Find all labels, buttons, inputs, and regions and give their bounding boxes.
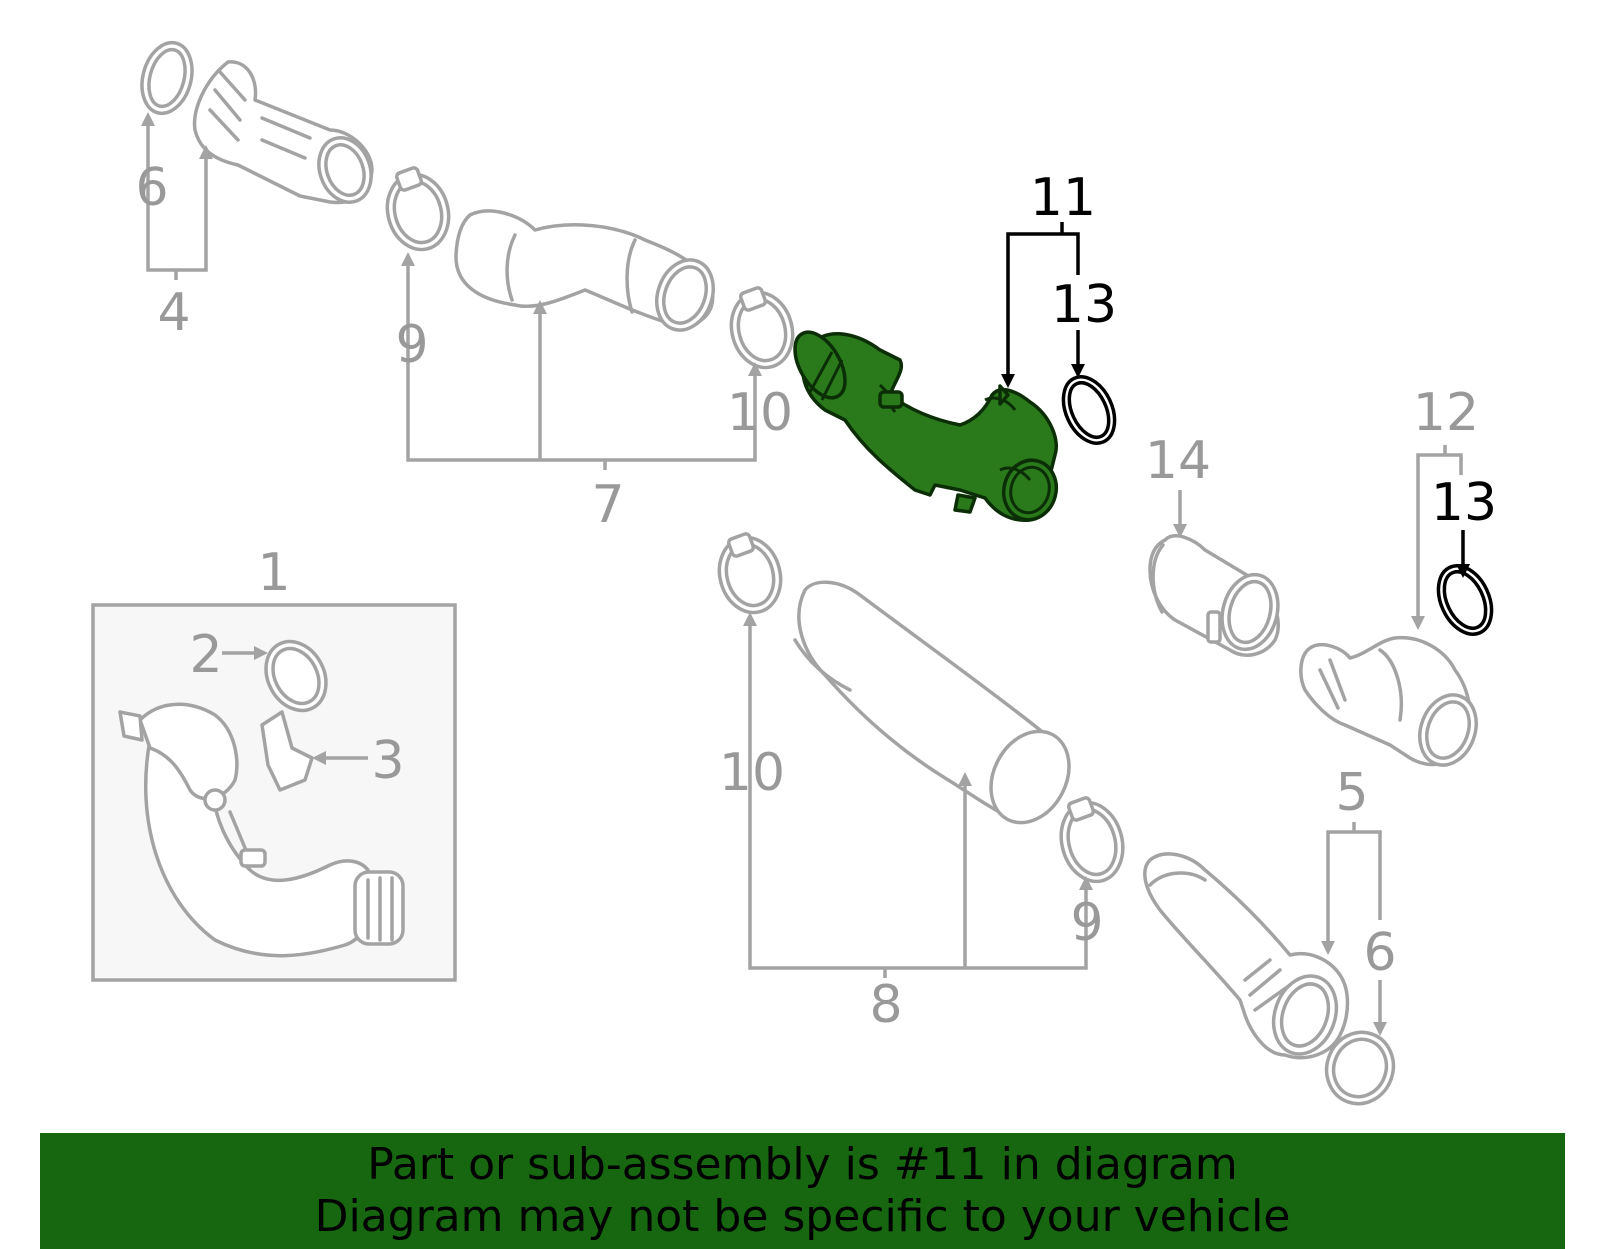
callout-3: 3 — [371, 731, 404, 791]
callout-10-top: 10 — [727, 383, 793, 443]
banner-line-2: Diagram may not be specific to your vehi… — [314, 1191, 1291, 1242]
banner-line-1: Part or sub-assembly is #11 in diagram — [367, 1139, 1238, 1190]
part-14-sleeve[interactable] — [1148, 534, 1286, 657]
callout-11: 11 — [1030, 168, 1096, 228]
part-7-hose-top[interactable] — [454, 209, 723, 338]
callout-10-lower: 10 — [719, 743, 785, 803]
part-4-throttle-body[interactable] — [192, 60, 380, 210]
info-banner: Part or sub-assembly is #11 in diagram D… — [40, 1133, 1565, 1249]
part-11-charge-pipe-highlighted[interactable] — [785, 324, 1063, 526]
parts-diagram: 1 2 3 4 6 9 7 10 11 13 14 12 13 10 5 9 6… — [91, 40, 1502, 1113]
callout-12: 12 — [1413, 383, 1479, 443]
part-13-seal-ring-a[interactable] — [1053, 369, 1124, 452]
leader-8 — [748, 622, 1088, 970]
part-8-hose-lower[interactable] — [793, 580, 1084, 836]
part-13-seal-ring-b[interactable] — [1428, 557, 1502, 643]
callout-9-top: 9 — [395, 315, 428, 375]
leader-12 — [1416, 453, 1463, 617]
callout-6-top: 6 — [135, 158, 168, 218]
callout-6-lower: 6 — [1363, 923, 1396, 983]
part-10-clamp-top[interactable] — [723, 286, 801, 375]
part-12-throttle-housing[interactable] — [1299, 635, 1486, 773]
part-6-ring-lower[interactable] — [1317, 1023, 1404, 1113]
callout-7: 7 — [591, 475, 624, 535]
callout-13-b: 13 — [1431, 473, 1497, 533]
part-3-bracket[interactable] — [260, 710, 314, 792]
callout-5: 5 — [1335, 763, 1368, 823]
callout-8: 8 — [869, 975, 902, 1035]
callout-2: 2 — [189, 625, 222, 685]
callout-14: 14 — [1145, 431, 1211, 491]
part-1-intake-pipe[interactable] — [118, 702, 405, 958]
part-9-clamp-top[interactable] — [379, 166, 457, 257]
callout-13-a: 13 — [1051, 275, 1117, 335]
part-10-clamp-lower[interactable] — [711, 531, 789, 620]
callout-1: 1 — [257, 543, 290, 603]
leader-7 — [406, 265, 757, 462]
part-9-clamp-lower[interactable] — [1053, 796, 1132, 889]
leader-11 — [1006, 232, 1080, 375]
callout-4: 4 — [157, 283, 190, 343]
part-5-throttle-body-lower[interactable] — [1143, 852, 1350, 1063]
callout-9-lower: 9 — [1070, 893, 1103, 953]
